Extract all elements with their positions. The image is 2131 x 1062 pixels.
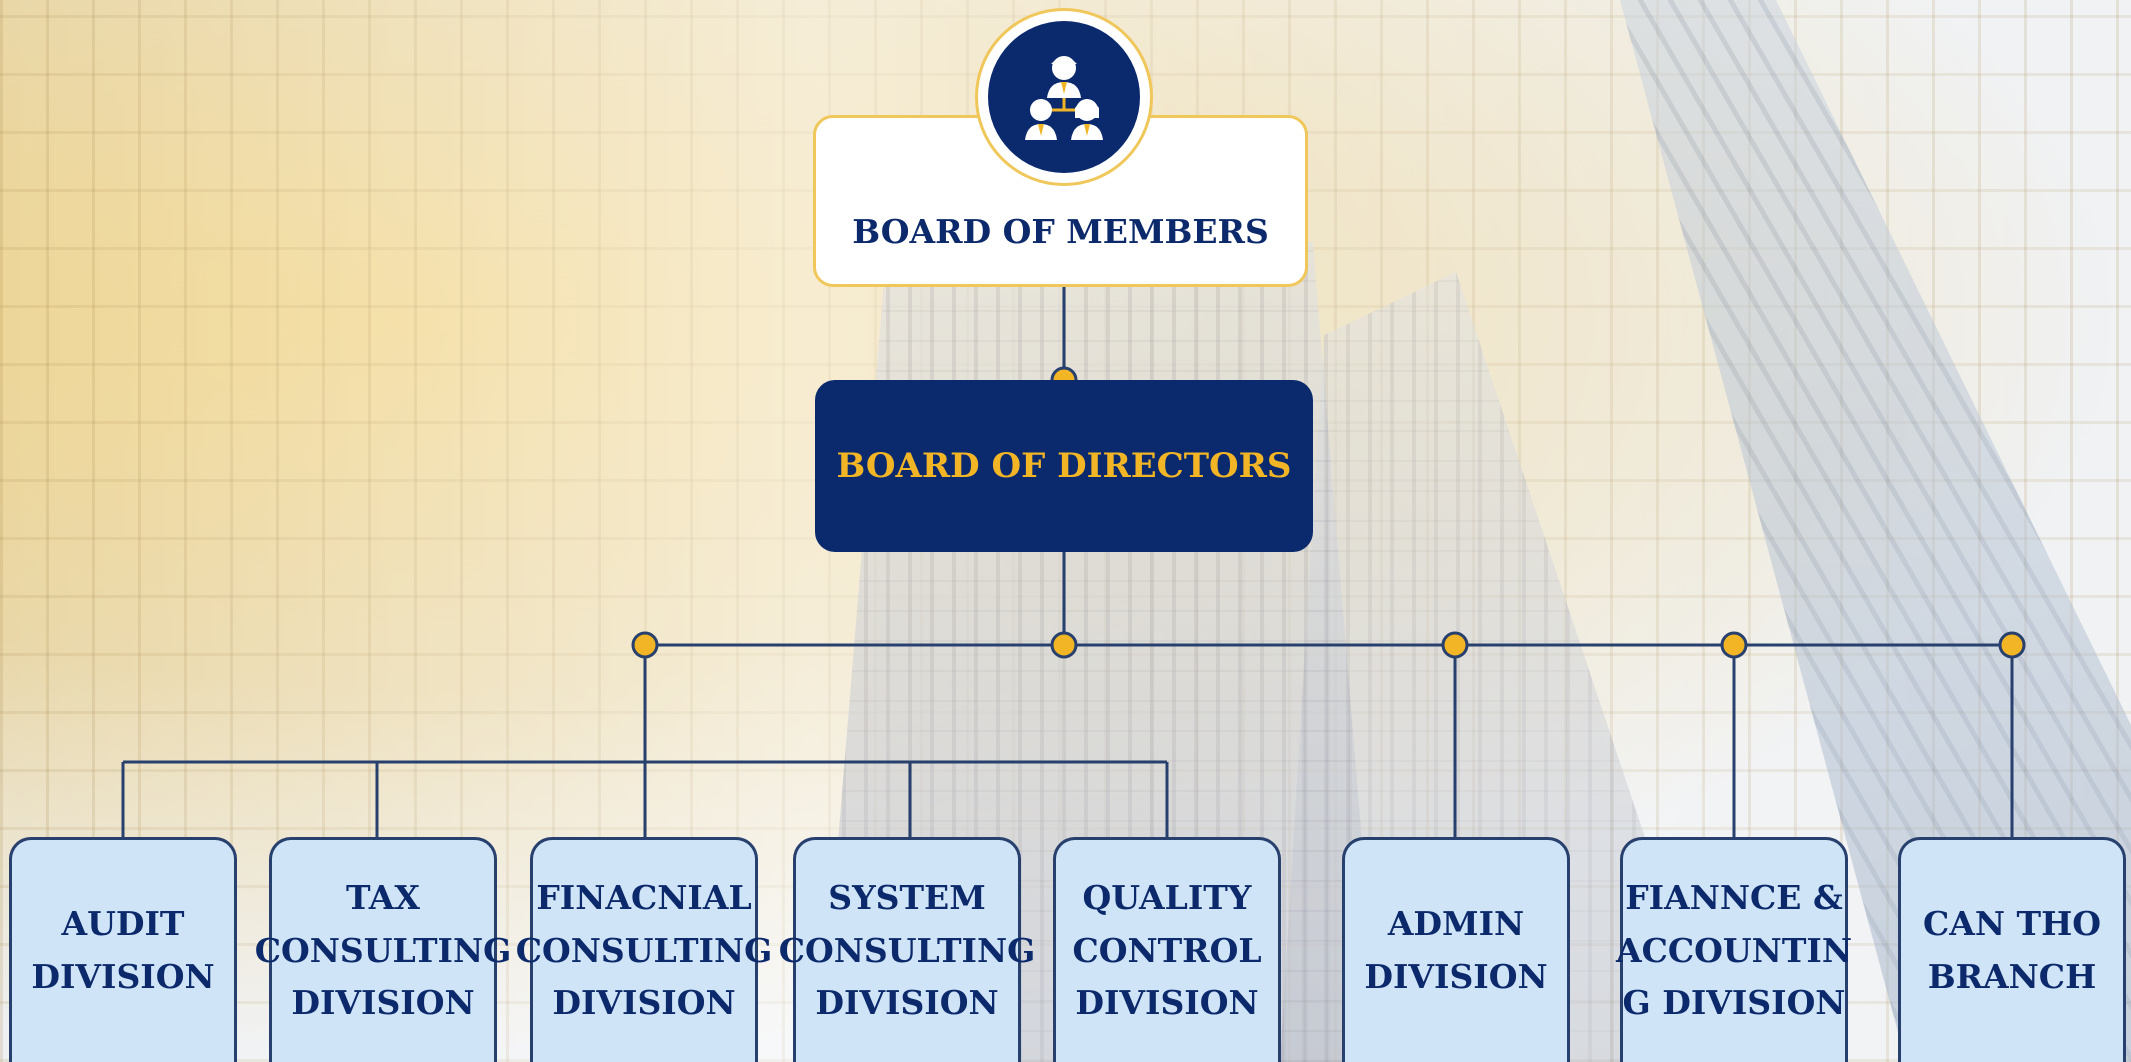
- connector-node: [1720, 631, 1748, 659]
- division-label: TAX CONSULTING DIVISION: [254, 877, 512, 1023]
- division-label: CAN THO BRANCH: [1922, 904, 2101, 996]
- division-financial-consulting: FINACNIAL CONSULTING DIVISION: [516, 837, 772, 1062]
- division-can-tho-branch: CAN THO BRANCH: [1898, 837, 2126, 1062]
- connector-node: [1998, 631, 2026, 659]
- division-label: SYSTEM CONSULTING DIVISION: [778, 877, 1036, 1023]
- division-label: AUDIT DIVISION: [31, 904, 215, 996]
- board-of-members-label: BOARD OF MEMBERS: [852, 211, 1269, 251]
- division-label: FINACNIAL CONSULTING DIVISION: [515, 877, 773, 1023]
- division-audit: AUDIT DIVISION: [9, 837, 237, 1062]
- connector-node: [631, 631, 659, 659]
- board-of-directors-box: BOARD OF DIRECTORS: [815, 380, 1313, 552]
- division-tax-consulting: TAX CONSULTING DIVISION: [255, 837, 511, 1062]
- division-system-consulting: SYSTEM CONSULTING DIVISION: [779, 837, 1035, 1062]
- people-group-icon: [988, 21, 1140, 173]
- division-label: QUALITY CONTROL DIVISION: [1072, 877, 1262, 1023]
- board-of-members-box: BOARD OF MEMBERS: [813, 115, 1308, 287]
- division-finance-accounting: FIANNCE & ACCOUNTIN G DIVISION: [1616, 837, 1852, 1062]
- division-admin: ADMIN DIVISION: [1342, 837, 1570, 1062]
- division-label: ADMIN DIVISION: [1364, 904, 1548, 996]
- connector-node: [1441, 631, 1469, 659]
- board-of-directors-label: BOARD OF DIRECTORS: [836, 446, 1292, 486]
- division-label: FIANNCE & ACCOUNTIN G DIVISION: [1616, 877, 1852, 1023]
- connector-node: [1050, 631, 1078, 659]
- division-quality-control: QUALITY CONTROL DIVISION: [1053, 837, 1281, 1062]
